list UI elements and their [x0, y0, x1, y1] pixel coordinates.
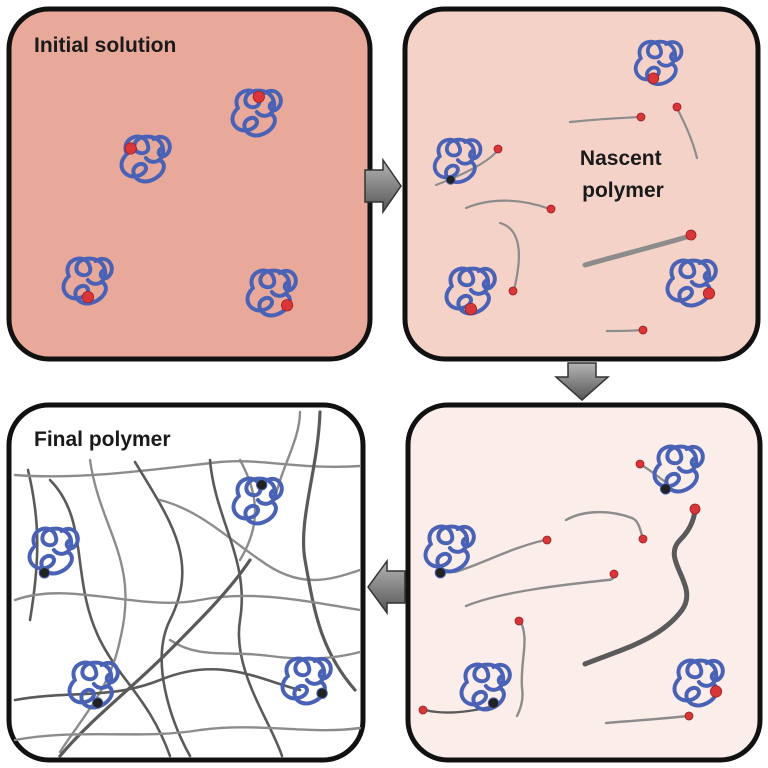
- active-site-marker: [635, 459, 645, 469]
- polymer-chain: [675, 106, 699, 160]
- catalyst-coil-icon: [27, 526, 80, 579]
- catalyst-coil-icon: [432, 137, 483, 185]
- catalyst-coil-icon: [423, 524, 476, 579]
- polymer-chain: [301, 410, 357, 692]
- polymer-chain: [208, 458, 284, 758]
- active-site-marker: [684, 711, 694, 721]
- active-site-marker: [636, 112, 646, 122]
- polymer-chain: [26, 468, 39, 622]
- dormant-site-marker: [256, 479, 268, 491]
- active-site-marker: [542, 535, 552, 545]
- polymer-chain: [582, 233, 693, 268]
- catalyst-coil-icon: [67, 660, 120, 710]
- dormant-site-marker: [434, 567, 447, 579]
- catalyst-coil-icon: [61, 256, 114, 306]
- polymer-chain: [604, 714, 690, 725]
- polymer-chain: [158, 498, 362, 582]
- polymer-chain: [58, 558, 252, 758]
- active-site-marker: [685, 229, 697, 241]
- nascent-polymer-label: Nascent polymer: [580, 147, 666, 202]
- active-site-marker: [508, 286, 518, 296]
- catalyst-coil-icon: [245, 268, 298, 318]
- active-site-marker: [514, 616, 524, 626]
- nascent-panel-contents: Nascent polymer: [432, 39, 718, 335]
- dormant-site-marker: [487, 697, 500, 709]
- dormant-site-marker: [38, 567, 51, 579]
- catalyst-coil-icon: [672, 658, 725, 708]
- dormant-site-marker: [445, 174, 456, 185]
- polymer-chain: [133, 460, 192, 758]
- active-site-marker: [252, 90, 265, 103]
- active-site-marker: [638, 534, 648, 544]
- polymer-chain: [568, 115, 642, 124]
- active-site-marker: [418, 705, 428, 715]
- dormant-site-marker: [659, 483, 672, 495]
- label-line: polymer: [582, 179, 664, 202]
- active-site-marker: [464, 302, 477, 316]
- dormant-site-marker: [92, 697, 104, 709]
- active-site-marker: [709, 685, 723, 698]
- arrow-left: [367, 558, 406, 616]
- catalyst-coil-icon: [633, 39, 684, 87]
- active-site-marker: [689, 503, 701, 515]
- polymer-chain: [13, 726, 362, 742]
- active-site-marker: [493, 144, 503, 154]
- catalyst-coil-icon: [444, 266, 497, 316]
- arrow-right: [364, 157, 402, 215]
- polymer-chain: [58, 458, 127, 754]
- polymer-chain: [564, 510, 645, 540]
- final-panel-contents: [13, 410, 362, 758]
- initial-panel-contents: [61, 88, 298, 318]
- catalyst-coil-icon: [280, 656, 333, 706]
- active-site-marker: [672, 102, 682, 112]
- polymer-chain: [498, 221, 520, 292]
- active-site-marker: [647, 72, 660, 84]
- polymer-chain: [605, 328, 644, 333]
- initial-solution-label: Initial solution: [34, 34, 176, 57]
- intermediate-panel-contents: [418, 444, 725, 725]
- arrow-down: [554, 362, 610, 402]
- catalyst-coil-icon: [230, 88, 283, 138]
- polymer-chain: [515, 618, 526, 718]
- catalyst-coil-icon: [231, 476, 284, 526]
- active-site-marker: [638, 325, 648, 335]
- active-site-marker: [281, 299, 294, 312]
- polymer-chain: [464, 199, 552, 211]
- label-line: Nascent: [580, 147, 662, 170]
- polymer-chain: [168, 638, 362, 660]
- panel-initial-solution: [6, 6, 373, 362]
- active-site-marker: [546, 204, 556, 214]
- catalyst-coil-icon: [665, 258, 718, 308]
- polymer-chain: [582, 507, 698, 667]
- catalyst-coil-icon: [652, 444, 705, 495]
- active-site-marker: [609, 569, 619, 579]
- catalyst-coil-icon: [119, 134, 172, 184]
- polymer-chain: [13, 459, 362, 478]
- active-site-marker: [702, 287, 716, 300]
- active-site-marker: [81, 291, 94, 304]
- polymer-chain: [13, 592, 362, 612]
- polymer-chain: [453, 538, 547, 574]
- polymer-chain: [48, 478, 172, 758]
- active-site-marker: [124, 142, 137, 155]
- catalyst-coil-icon: [459, 662, 512, 712]
- dormant-site-marker: [316, 687, 328, 700]
- final-polymer-label: Final polymer: [34, 428, 171, 451]
- polymer-chain: [13, 667, 302, 702]
